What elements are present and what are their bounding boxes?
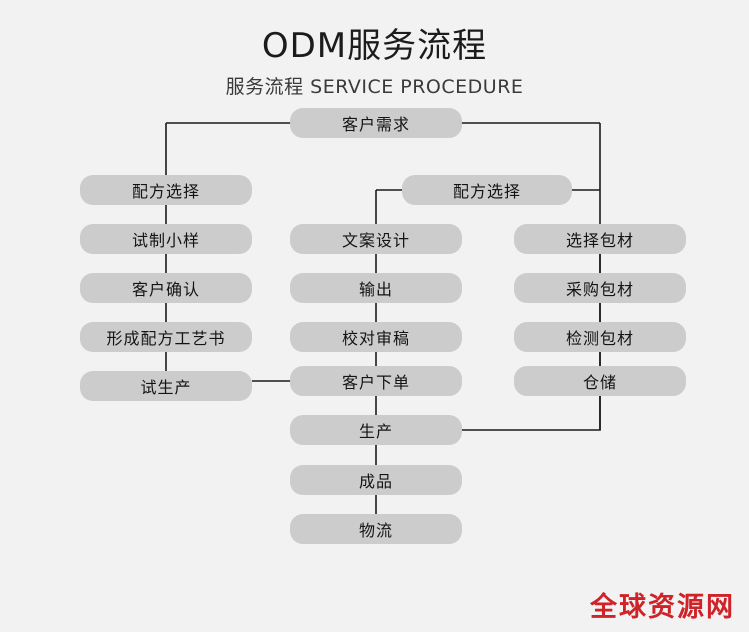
flow-node-label: 客户需求 — [341, 115, 410, 134]
flow-node-label: 试制小样 — [131, 231, 200, 250]
flow-node-label: 生产 — [358, 422, 393, 441]
page-title: ODM服务流程 — [261, 26, 488, 66]
flow-node[interactable]: 客户确认 — [80, 273, 252, 303]
flow-node[interactable]: 成品 — [290, 465, 462, 495]
flow-node[interactable]: 选择包材 — [514, 224, 686, 254]
flow-node[interactable]: 检测包材 — [514, 322, 686, 352]
page-subtitle: 服务流程 SERVICE PROCEDURE — [225, 76, 524, 98]
flow-node[interactable]: 形成配方工艺书 — [80, 322, 252, 352]
flow-node[interactable]: 生产 — [290, 415, 462, 445]
flow-node-label: 客户确认 — [131, 280, 200, 299]
flow-node-label: 仓储 — [582, 373, 617, 392]
flow-node[interactable]: 客户需求 — [290, 108, 462, 138]
flow-node[interactable]: 客户下单 — [290, 366, 462, 396]
flow-node[interactable]: 试生产 — [80, 371, 252, 401]
flow-node-label: 校对审稿 — [341, 329, 410, 348]
flow-node-label: 物流 — [358, 521, 393, 540]
flow-node[interactable]: 试制小样 — [80, 224, 252, 254]
flow-node[interactable]: 采购包材 — [514, 273, 686, 303]
flow-node[interactable]: 文案设计 — [290, 224, 462, 254]
flow-node-label: 配方选择 — [452, 182, 521, 201]
flow-node-label: 成品 — [358, 472, 393, 491]
flow-node-label: 形成配方工艺书 — [106, 329, 226, 348]
flow-node-label: 输出 — [358, 280, 393, 299]
flow-node[interactable]: 仓储 — [514, 366, 686, 396]
flow-node[interactable]: 配方选择 — [402, 175, 572, 205]
flow-node-label: 选择包材 — [565, 231, 634, 250]
flow-node-label: 试生产 — [140, 378, 192, 397]
flow-node[interactable]: 校对审稿 — [290, 322, 462, 352]
flow-node-label: 采购包材 — [565, 280, 634, 299]
flow-node-label: 检测包材 — [565, 329, 634, 348]
warehouse-to-production — [462, 396, 601, 431]
flow-node[interactable]: 配方选择 — [80, 175, 252, 205]
watermark: 全球资源网 — [590, 592, 735, 623]
flow-node[interactable]: 输出 — [290, 273, 462, 303]
flow-node-label: 文案设计 — [341, 231, 410, 250]
flow-node-label: 客户下单 — [341, 373, 410, 392]
flow-node[interactable]: 物流 — [290, 514, 462, 544]
flow-node-label: 配方选择 — [131, 182, 200, 201]
